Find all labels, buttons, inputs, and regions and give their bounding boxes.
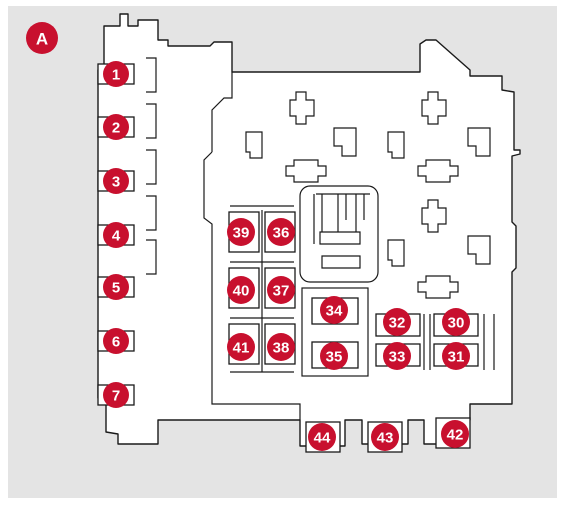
- badge-circle: [320, 296, 348, 324]
- fuse-badge-32: 32: [383, 308, 411, 336]
- badge-number: 40: [233, 283, 250, 300]
- badge-circle: [227, 276, 255, 304]
- fuse-badge-30: 30: [442, 308, 470, 336]
- badge-circle: [227, 333, 255, 361]
- badge-number: 7: [112, 388, 120, 405]
- badge-circle: [267, 333, 295, 361]
- grid-separators: [230, 205, 294, 373]
- fuse-badge-5: 5: [103, 274, 129, 300]
- badge-circle: [383, 342, 411, 370]
- relay-socket: [467, 127, 491, 157]
- connector-housing: [299, 185, 379, 283]
- panel-badge: A: [26, 22, 58, 54]
- fuse-badge-36: 36: [267, 218, 295, 246]
- badge-circle: [371, 423, 399, 451]
- badge-circle: [103, 168, 129, 194]
- relay-socket: [285, 159, 327, 183]
- badge-number: 4: [112, 228, 121, 245]
- relay-socket: [245, 131, 263, 159]
- badge-number: 38: [273, 340, 290, 357]
- relay-socket: [421, 91, 447, 125]
- fuse-badge-1: 1: [103, 61, 129, 87]
- badge-number: 32: [389, 315, 406, 332]
- relay-sockets: [245, 91, 491, 299]
- badge-number: 30: [448, 315, 465, 332]
- badge-circle: [103, 222, 129, 248]
- fuse-badge-40: 40: [227, 276, 255, 304]
- fuse-badge-37: 37: [267, 276, 295, 304]
- badge-number: 41: [233, 340, 250, 357]
- badge-number: 31: [448, 349, 465, 366]
- badge-circle: [227, 218, 255, 246]
- relay-socket: [333, 127, 357, 157]
- badge-number: 5: [112, 280, 120, 297]
- fuse-badge-34: 34: [320, 296, 348, 324]
- clip: [146, 103, 157, 139]
- center-fuse-frame: [301, 287, 369, 377]
- badge-circle: [103, 382, 129, 408]
- badge-number: 44: [314, 430, 331, 447]
- fuse-badge-33: 33: [383, 342, 411, 370]
- fuse-badge-3: 3: [103, 168, 129, 194]
- badge-number: 6: [112, 334, 120, 351]
- fuse-badge-43: 43: [371, 423, 399, 451]
- badge-circle: [103, 61, 129, 87]
- relay-socket: [417, 159, 459, 183]
- fuse-badge-6: 6: [103, 328, 129, 354]
- fuse-box-inner-outline: [203, 72, 301, 420]
- relay-socket: [387, 239, 405, 267]
- badge-number: 35: [326, 349, 343, 366]
- fuse-box-outline: [97, 13, 521, 447]
- fuse-badge-42: 42: [441, 420, 469, 448]
- right-separators: [423, 314, 495, 370]
- fuse-badge-38: 38: [267, 333, 295, 361]
- badge-circle: [103, 114, 129, 140]
- badge-circle: [383, 308, 411, 336]
- badge-number: 33: [389, 349, 406, 366]
- badge-circle: [320, 342, 348, 370]
- badge-circle: [442, 308, 470, 336]
- panel-badge-circle: [26, 22, 58, 54]
- clip: [146, 149, 157, 185]
- fuse-badge-7: 7: [103, 382, 129, 408]
- badge-number: 37: [273, 283, 290, 300]
- badge-circle: [441, 420, 469, 448]
- central-connector: [299, 185, 379, 283]
- badge-circle: [103, 274, 129, 300]
- clip: [146, 195, 157, 231]
- panel-label: A: [36, 30, 48, 49]
- badge-number: 2: [112, 120, 120, 137]
- badge-number: 3: [112, 174, 120, 191]
- badge-number: 36: [273, 225, 290, 242]
- fuse-badge-44: 44: [308, 423, 336, 451]
- clip: [146, 57, 157, 93]
- badge-circle: [442, 342, 470, 370]
- relay-socket: [421, 199, 447, 233]
- clip: [146, 239, 157, 275]
- fuse-badge-31: 31: [442, 342, 470, 370]
- badge-number: 39: [233, 225, 250, 242]
- relay-socket: [387, 131, 405, 159]
- left-clips: [146, 57, 157, 275]
- badge-circle: [267, 276, 295, 304]
- badge-number: 34: [326, 303, 343, 320]
- fuse-badge-35: 35: [320, 342, 348, 370]
- fuse-badge-4: 4: [103, 222, 129, 248]
- badge-circle: [103, 328, 129, 354]
- relay-socket: [467, 235, 491, 265]
- fuse-badges: 1 2 3 4 5 6 7 30 31 32 33 34 35 36 37 38…: [103, 61, 470, 451]
- fuse-badge-41: 41: [227, 333, 255, 361]
- relay-socket: [289, 91, 315, 125]
- badge-circle: [267, 218, 295, 246]
- badge-circle: [308, 423, 336, 451]
- relay-socket: [417, 275, 459, 299]
- connector-pins: [313, 193, 370, 269]
- fuse-badge-2: 2: [103, 114, 129, 140]
- badge-number: 1: [112, 67, 120, 84]
- fuse-badge-39: 39: [227, 218, 255, 246]
- badge-number: 43: [377, 430, 394, 447]
- badge-number: 42: [447, 427, 464, 444]
